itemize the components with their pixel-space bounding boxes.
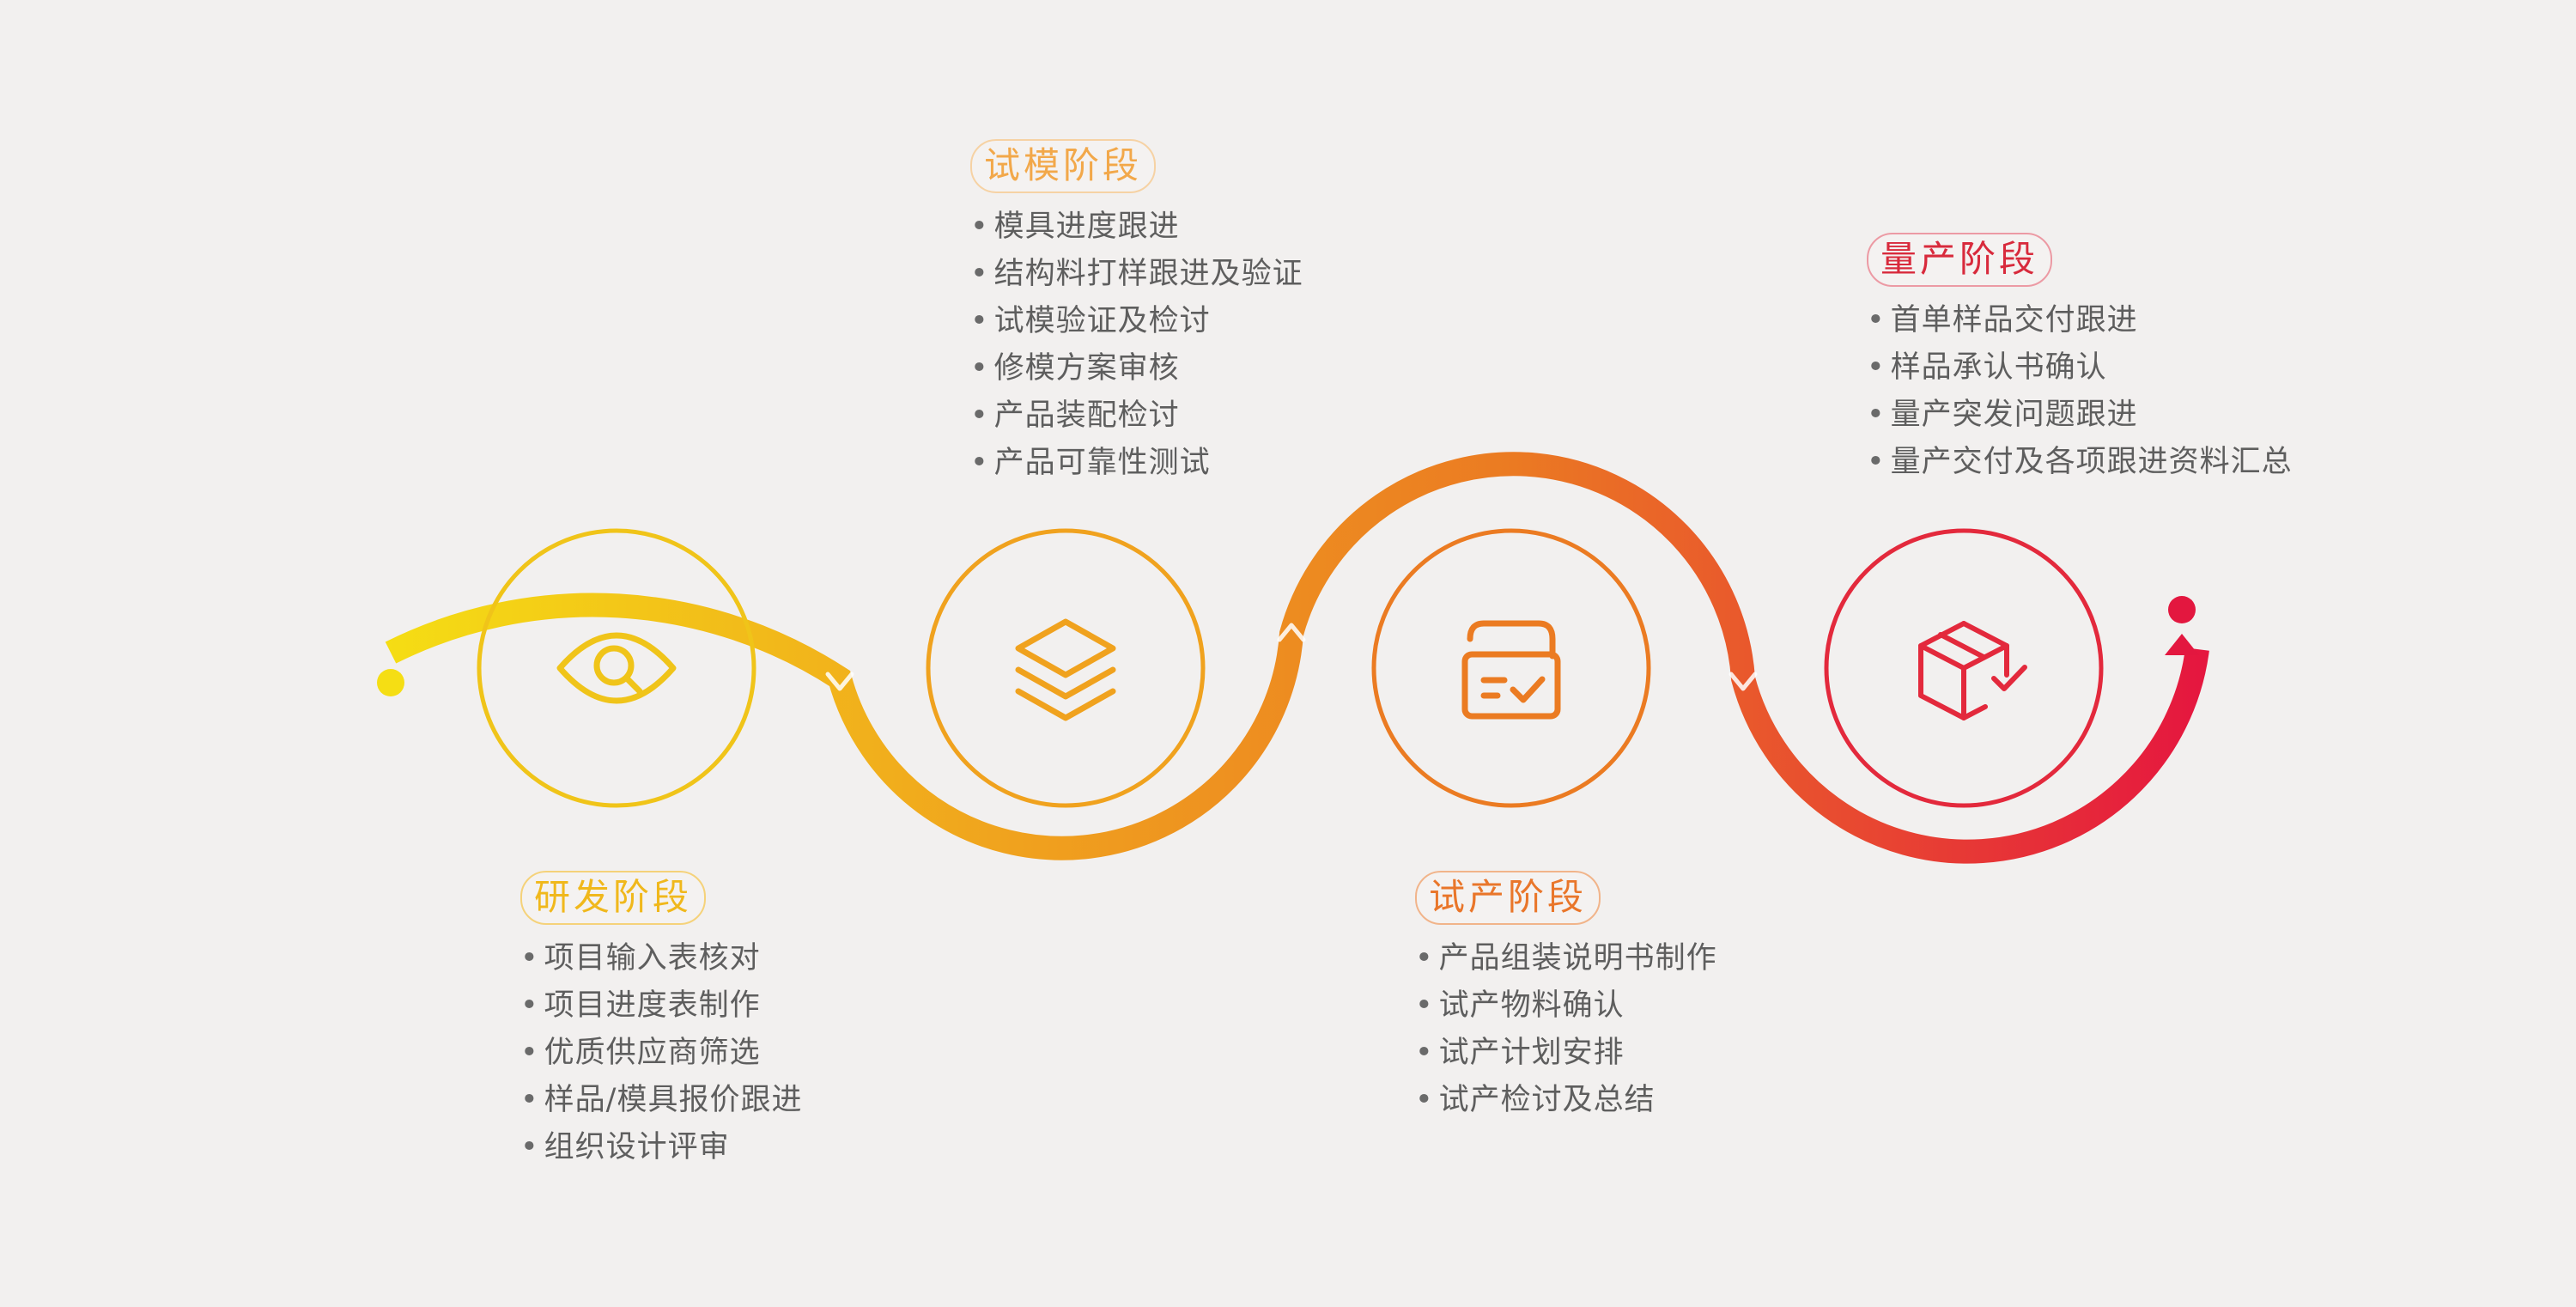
list-item: •产品组装说明书制作 [1415, 941, 1717, 976]
list-item: •产品装配检讨 [970, 398, 1180, 433]
stage-block-1: 研发阶段 •项目输入表核对 •项目进度表制作 •优质供应商筛选 •样品/模具报价… [520, 871, 802, 1171]
end-dot [2168, 596, 2196, 623]
layers-icon [1015, 618, 1116, 721]
stage-block-2: 试模阶段 •模具进度跟进 •结构料打样跟进及验证 •试模验证及检讨 •修模方案审… [970, 139, 1303, 487]
package-check-icon [1918, 621, 2027, 720]
list-item: •优质供应商筛选 [520, 1036, 761, 1070]
stage-task-list: •模具进度跟进 •结构料打样跟进及验证 •试模验证及检讨 •修模方案审核 •产品… [970, 204, 1303, 487]
archive-box-check-icon [1461, 620, 1561, 720]
chevron-down-icon [1728, 672, 1758, 691]
stage-block-4: 量产阶段 •首单样品交付跟进 •样品承认书确认 •量产突发问题跟进 •量产交付及… [1867, 233, 2293, 486]
stage-task-list: •产品组装说明书制作 •试产物料确认 •试产计划安排 •试产检讨及总结 [1415, 935, 1717, 1124]
list-item: •产品可靠性测试 [970, 446, 1211, 480]
chevron-down-icon [825, 672, 854, 691]
chevron-up-icon [1277, 623, 1306, 642]
list-item: •样品承认书确认 [1867, 350, 2107, 385]
stage-circle-3 [1371, 528, 1651, 808]
list-item: •项目输入表核对 [520, 941, 761, 976]
list-item: •组织设计评审 [520, 1130, 730, 1164]
end-arrow-icon [2165, 634, 2199, 655]
stage-circle-4 [1824, 528, 2104, 808]
start-dot [377, 669, 404, 696]
stage-block-3: 试产阶段 •产品组装说明书制作 •试产物料确认 •试产计划安排 •试产检讨及总结 [1415, 871, 1717, 1124]
list-item: •量产突发问题跟进 [1867, 398, 2138, 432]
list-item: •试模验证及检讨 [970, 304, 1211, 338]
stage-task-list: •首单样品交付跟进 •样品承认书确认 •量产突发问题跟进 •量产交付及各项跟进资… [1867, 297, 2293, 486]
stage-circle-2 [926, 528, 1206, 808]
stage-title: 试产阶段 [1415, 871, 1601, 925]
list-item: •样品/模具报价跟进 [520, 1083, 803, 1117]
stage-circle-1 [477, 528, 756, 808]
wave-path [385, 452, 2209, 864]
list-item: •首单样品交付跟进 [1867, 303, 2138, 337]
stage-title: 试模阶段 [970, 139, 1157, 193]
list-item: •试产物料确认 [1415, 988, 1625, 1023]
list-item: •模具进度跟进 [970, 210, 1180, 244]
list-item: •试产计划安排 [1415, 1036, 1625, 1070]
list-item: •结构料打样跟进及验证 [970, 257, 1303, 291]
list-item: •修模方案审核 [970, 351, 1180, 386]
stage-title: 研发阶段 [520, 871, 707, 925]
stage-title: 量产阶段 [1867, 233, 2053, 287]
eye-search-icon [556, 632, 677, 704]
list-item: •试产检讨及总结 [1415, 1083, 1656, 1117]
stage-task-list: •项目输入表核对 •项目进度表制作 •优质供应商筛选 •样品/模具报价跟进 •组… [520, 935, 802, 1171]
list-item: •量产交付及各项跟进资料汇总 [1867, 445, 2293, 479]
list-item: •项目进度表制作 [520, 988, 761, 1023]
